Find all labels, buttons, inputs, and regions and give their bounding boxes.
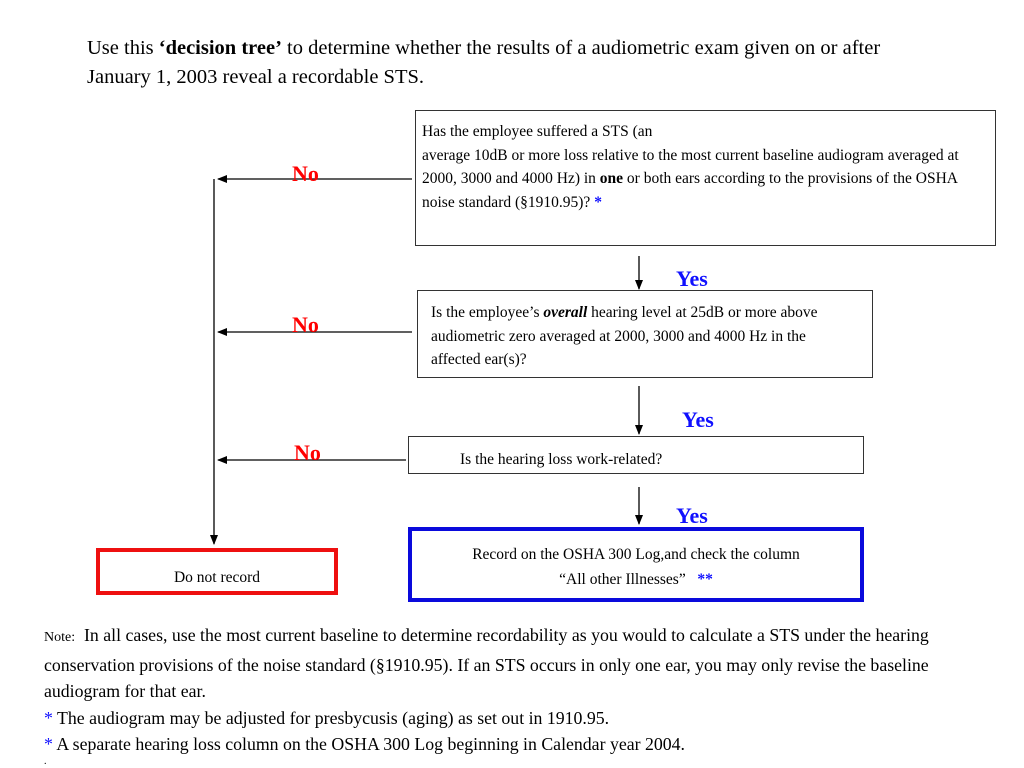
yes-label-3: Yes — [676, 503, 708, 528]
footnote-presbycusis: * The audiogram may be adjusted for pres… — [44, 707, 610, 728]
intro-emphasis: ‘decision tree’ — [158, 37, 282, 59]
record-outcome-box: Record on the OSHA 300 Log,and check the… — [408, 527, 864, 602]
no-label-1: No — [292, 161, 319, 186]
note-paragraph: Note: In all cases, use the most current… — [44, 625, 929, 701]
footnote-hearing-loss-column: * A separate hearing loss column on the … — [44, 734, 685, 754]
record-asterisks: ** — [697, 571, 713, 588]
intro-text: Use this ‘decision tree’ to determine wh… — [87, 34, 947, 92]
trailing-dot: . — [44, 755, 47, 767]
intro-after: to determine whether the results of a au… — [87, 37, 881, 88]
question-work-related-box: Is the hearing loss work-related? — [408, 436, 864, 474]
intro-before: Use this — [87, 37, 159, 59]
q2-overall: overall — [543, 304, 588, 321]
yes-label-2: Yes — [682, 407, 714, 432]
do-not-record-box: Do not record — [96, 548, 338, 595]
yes-label-1: Yes — [676, 266, 708, 291]
q1-line1: Has the employee suffered a STS (an — [422, 123, 653, 140]
q1-asterisk: * — [594, 193, 602, 211]
record-line1: Record on the OSHA 300 Log,and check the… — [472, 546, 800, 563]
question-sts-box: Has the employee suffered a STS (an aver… — [415, 110, 996, 246]
record-line2: “All other Illnesses” ** — [559, 571, 713, 588]
no-label-2: No — [292, 312, 319, 337]
question-hearing-level-box: Is the employee’s overall hearing level … — [417, 290, 873, 378]
note-prefix: Note: — [44, 630, 76, 645]
footnote-block: Note: In all cases, use the most current… — [44, 622, 974, 766]
no-label-3: No — [294, 440, 321, 465]
q1-body: average 10dB or more loss relative to th… — [422, 146, 959, 211]
